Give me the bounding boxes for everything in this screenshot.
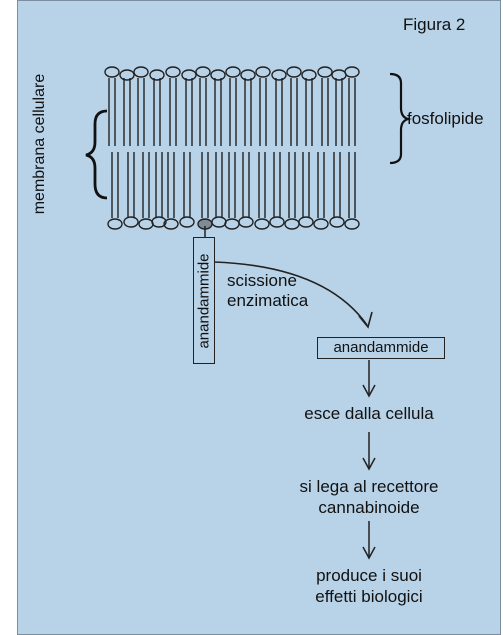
- phospholipid-bottom: [285, 152, 299, 229]
- scission-label-line1: scissione: [227, 271, 308, 291]
- lipid-head: [332, 70, 346, 80]
- phospholipid-top: [256, 67, 270, 146]
- lipid-head: [134, 67, 148, 77]
- phospholipid-top: [226, 67, 240, 146]
- step-line: si lega al recettore: [277, 476, 461, 497]
- lipid-head: [150, 70, 164, 80]
- phospholipid-top: [105, 67, 119, 146]
- anandamide-vertical-label: anandammide: [196, 253, 213, 348]
- step-line: produce i suoi: [277, 565, 461, 586]
- lipid-head: [196, 67, 210, 77]
- lipid-head: [241, 70, 255, 80]
- phospholipid-bottom: [239, 152, 253, 227]
- phospholipid-top: [134, 67, 148, 146]
- phospholipid-bottom: [152, 152, 166, 227]
- lipid-head: [108, 219, 122, 229]
- phospholipid-top: [318, 67, 332, 146]
- lipid-head: [318, 67, 332, 77]
- lipid-head: [180, 217, 194, 227]
- down-arrow: [363, 360, 375, 396]
- lipid-head: [256, 67, 270, 77]
- scission-arrowhead: [359, 312, 372, 327]
- phospholipid-bottom: [212, 152, 226, 227]
- step-binds-receptor: si lega al recettore cannabinoide: [277, 476, 461, 518]
- lipid-head: [345, 219, 359, 229]
- phospholipid-top: [150, 70, 164, 146]
- lipid-head: [302, 70, 316, 80]
- lipid-head: [139, 219, 153, 229]
- phospholipid-label: fosfolipide: [407, 109, 484, 129]
- lipid-head: [120, 70, 134, 80]
- lipid-bilayer: [105, 67, 359, 229]
- phospholipid-bottom: [225, 152, 239, 229]
- lipid-head: [212, 217, 226, 227]
- phospholipid-top: [302, 70, 316, 146]
- phospholipid-bottom: [270, 152, 284, 227]
- lipid-head: [287, 67, 301, 77]
- left-curly-bracket: [86, 111, 107, 198]
- step-biological-effects: produce i suoi effetti biologici: [277, 565, 461, 607]
- lipid-head: [299, 217, 313, 227]
- anandamide-membrane-box: anandammide: [193, 237, 215, 364]
- phospholipid-top: [196, 67, 210, 146]
- lipid-head: [225, 219, 239, 229]
- step-line: esce dalla cellula: [277, 403, 461, 424]
- phospholipid-top: [211, 70, 225, 146]
- phospholipid-top: [182, 70, 196, 146]
- enzymatic-scission-label: scissione enzimatica: [227, 271, 308, 311]
- lipid-head: [345, 67, 359, 77]
- lipid-head: [330, 217, 344, 227]
- phospholipid-top: [241, 70, 255, 146]
- figure-title: Figura 2: [403, 15, 465, 35]
- lipid-head: [314, 219, 328, 229]
- lipid-head: [211, 70, 225, 80]
- lipid-head: [166, 67, 180, 77]
- lipid-head: [105, 67, 119, 77]
- phospholipid-top: [332, 70, 346, 146]
- phospholipid-top: [120, 70, 134, 146]
- lipid-head: [272, 70, 286, 80]
- phospholipid-bottom: [164, 152, 178, 229]
- phospholipid-bottom: [198, 152, 212, 229]
- lipid-head: [239, 217, 253, 227]
- step-exits-cell: esce dalla cellula: [277, 403, 461, 424]
- phospholipid-bottom: [108, 152, 122, 229]
- step-line: effetti biologici: [277, 586, 461, 607]
- lipid-head: [182, 70, 196, 80]
- phospholipid-top: [345, 67, 359, 146]
- phospholipid-bottom: [255, 152, 269, 229]
- lipid-head: [226, 67, 240, 77]
- phospholipid-bottom: [180, 152, 194, 227]
- phospholipid-bottom: [139, 152, 153, 229]
- down-arrow: [363, 432, 375, 469]
- membrane-label: membrana cellulare: [31, 69, 49, 219]
- phospholipid-bottom: [299, 152, 313, 227]
- lipid-head: [285, 219, 299, 229]
- step-line: cannabinoide: [277, 497, 461, 518]
- phospholipid-bottom: [345, 152, 359, 229]
- phospholipid-bottom: [314, 152, 328, 229]
- phospholipid-top: [287, 67, 301, 146]
- lipid-head: [124, 217, 138, 227]
- down-arrow: [363, 521, 375, 558]
- phospholipid-bottom: [124, 152, 138, 227]
- phospholipid-top: [272, 70, 286, 146]
- scission-label-line2: enzimatica: [227, 291, 308, 311]
- phospholipid-bottom: [330, 152, 344, 227]
- anandamide-released-box: anandammide: [317, 337, 445, 359]
- lipid-head: [270, 217, 284, 227]
- lipid-head: [255, 219, 269, 229]
- right-curly-bracket: [390, 74, 408, 163]
- phospholipid-top: [166, 67, 180, 146]
